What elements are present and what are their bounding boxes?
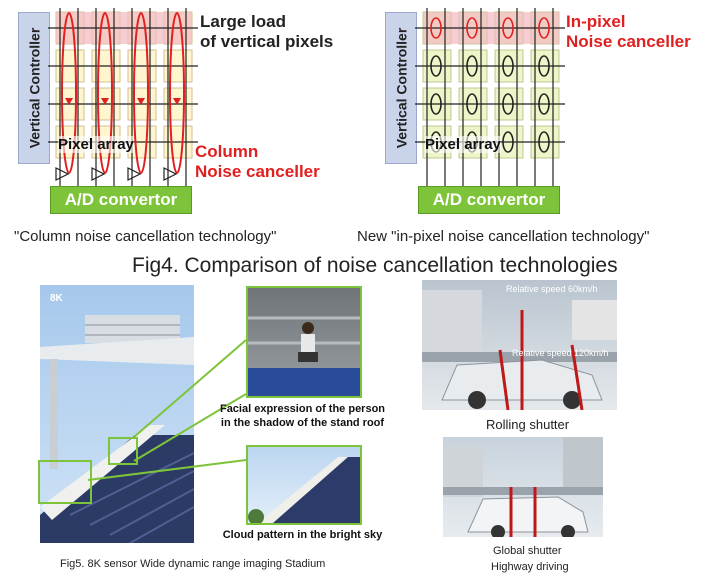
in-pixel-caption: New "in-pixel noise cancellation technol… <box>357 228 650 245</box>
sky-illustration <box>248 457 360 523</box>
pixel-array-label-right: Pixel array <box>425 136 501 153</box>
fig4-title: Fig4. Comparison of noise cancellation t… <box>132 254 618 277</box>
global-shutter-illustration <box>443 437 603 537</box>
highway-driving-caption: Highway driving <box>491 561 569 573</box>
column-canceller-label: Column Noise canceller <box>195 142 320 181</box>
rolling-shutter-photo: Relative speed 60km/h Relative speed 120… <box>422 280 617 410</box>
speed-label-1: Relative speed 60km/h <box>506 284 598 294</box>
large-load-label: Large load of vertical pixels <box>200 12 334 51</box>
global-shutter-photo <box>443 437 603 537</box>
highlight-box-2 <box>38 460 92 504</box>
speed-label-2: Relative speed 120km/h <box>512 348 609 358</box>
rolling-shutter-illustration <box>422 290 617 410</box>
fig5-caption: Fig5. 8K sensor Wide dynamic range imagi… <box>60 558 326 570</box>
adc-right: A/D convertor <box>418 186 560 214</box>
global-shutter-caption: Global shutter <box>493 545 562 557</box>
column-caption: "Column noise cancellation technology" <box>14 228 277 245</box>
stand-roof-caption: Facial expression of the person in the s… <box>219 403 386 429</box>
bright-sky-photo <box>246 445 362 525</box>
stadium-main-photo: 8K <box>40 285 194 543</box>
vertical-controller-right: Vertical Controller <box>385 12 417 164</box>
stadium-illustration <box>40 315 194 543</box>
rolling-shutter-caption: Rolling shutter <box>486 417 570 432</box>
bright-sky-caption: Cloud pattern in the bright sky <box>222 529 383 541</box>
adc-left: A/D convertor <box>50 186 192 214</box>
pixel-grid-left <box>48 8 198 186</box>
resolution-badge: 8K <box>50 293 63 304</box>
stand-roof-photo <box>246 286 362 398</box>
in-pixel-canceller-label: In-pixel Noise canceller <box>566 12 691 51</box>
spectator-illustration <box>248 316 360 396</box>
highlight-box-1 <box>108 437 138 465</box>
vertical-controller-left: Vertical Controller <box>18 12 50 164</box>
pixel-array-label-left: Pixel array <box>58 136 134 153</box>
